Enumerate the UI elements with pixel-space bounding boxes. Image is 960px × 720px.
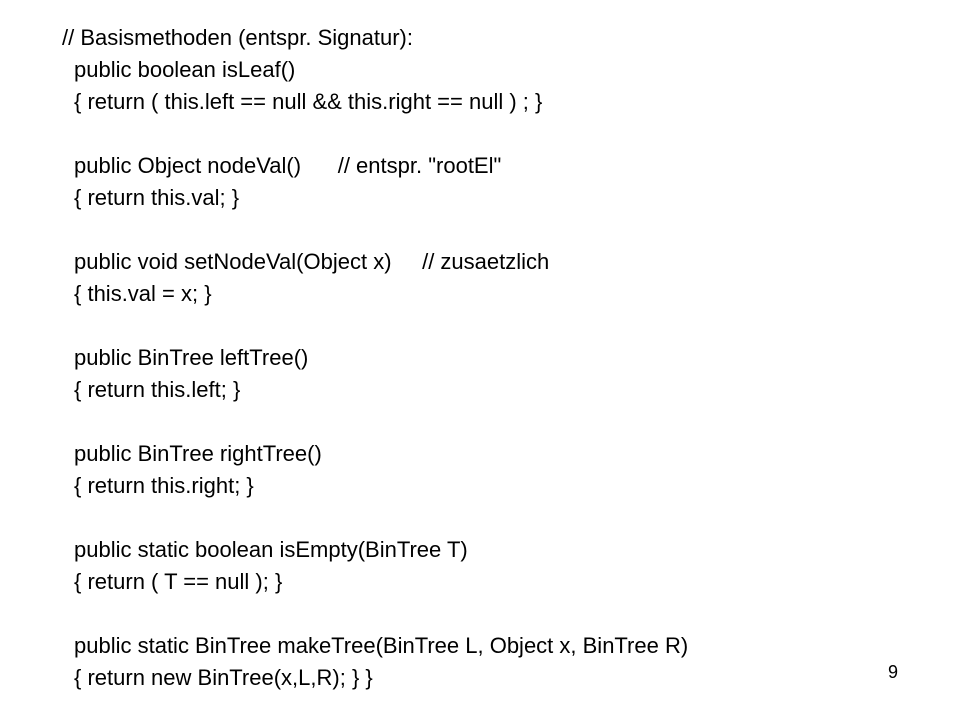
code-line-isleaf-body: { return ( this.left == null && this.rig… (74, 89, 543, 114)
code-block: // Basismethoden (entspr. Signatur): pub… (62, 22, 902, 694)
code-gap (62, 406, 902, 438)
code-line-nodeval-body: { return this.val; } (74, 185, 240, 210)
code-line-isleaf-signature: public boolean isLeaf() (74, 57, 296, 82)
code-line-lefttree-body: { return this.left; } (74, 377, 241, 402)
page-number: 9 (888, 662, 899, 682)
code-line-righttree-signature: public BinTree rightTree() (74, 441, 322, 466)
code-line-isempty-body: { return ( T == null ); } (74, 569, 283, 594)
code-gap (62, 214, 902, 246)
code-line-setnodeval-body: { this.val = x; } (74, 281, 212, 306)
code-line-maketree-body: { return new BinTree(x,L,R); } } (74, 665, 373, 690)
code-line-setnodeval-signature: public void setNodeVal(Object x) // zusa… (74, 249, 550, 274)
code-line-maketree-signature: public static BinTree makeTree(BinTree L… (74, 633, 689, 658)
code-gap (62, 598, 902, 630)
code-gap (62, 118, 902, 150)
code-gap (62, 502, 902, 534)
code-line-lefttree-signature: public BinTree leftTree() (74, 345, 309, 370)
code-line-isempty-signature: public static boolean isEmpty(BinTree T) (74, 537, 468, 562)
code-line-nodeval-signature: public Object nodeVal() // entspr. "root… (74, 153, 502, 178)
code-gap (62, 310, 902, 342)
code-line-comment-basismethoden: // Basismethoden (entspr. Signatur): (62, 25, 413, 50)
code-line-righttree-body: { return this.right; } (74, 473, 254, 498)
